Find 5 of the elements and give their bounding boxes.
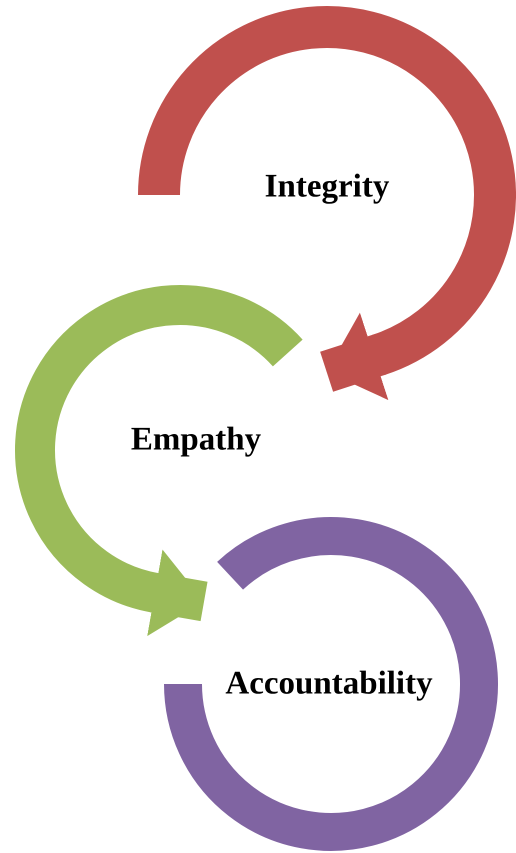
node-label: Empathy — [130, 422, 262, 458]
node-label: Accountability — [225, 666, 433, 702]
arrow — [147, 549, 208, 636]
arrow — [320, 312, 388, 400]
node-label: Integrity — [264, 168, 390, 206]
